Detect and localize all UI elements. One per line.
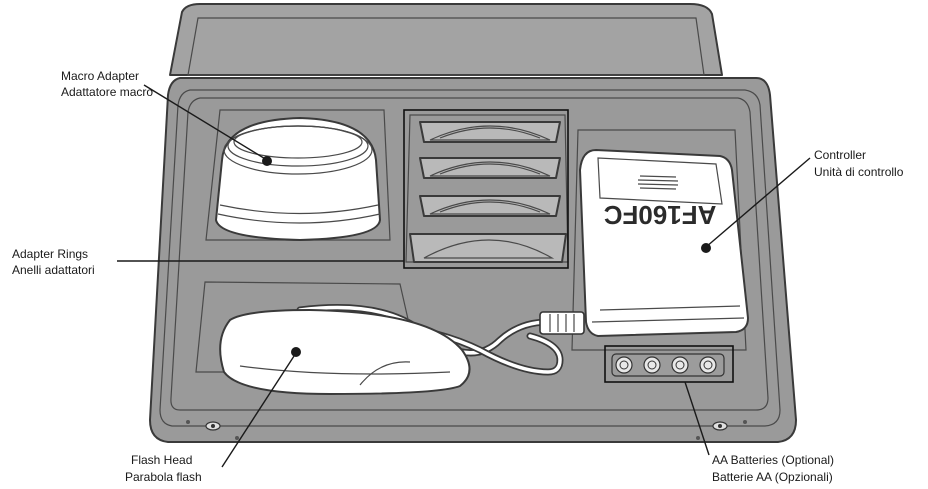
controller-unit: AF160FC (579, 149, 749, 337)
aa-batteries (611, 353, 725, 377)
controller-pocket (571, 129, 747, 351)
label-adapter-rings-en: Adapter Rings (12, 247, 88, 261)
label-controller-en: Controller (814, 148, 866, 162)
controller-model-text: AF160FC (603, 200, 716, 230)
label-adapter-rings-it: Anelli adattatori (12, 263, 95, 277)
label-macro-adapter-it: Adattatore macro (61, 85, 153, 99)
label-flash-head-en: Flash Head (131, 453, 192, 467)
adapter-rings-highlight-box (403, 109, 569, 269)
leader-flash-head (221, 347, 301, 468)
leader-controller (701, 157, 811, 253)
adapter-rings (409, 121, 567, 263)
case-screw-left (186, 420, 239, 440)
label-macro-adapter-en: Macro Adapter (61, 69, 139, 83)
leader-macro-adapter (143, 84, 272, 166)
foam-insert (170, 97, 769, 411)
case-lid (169, 3, 723, 76)
macro-adapter (215, 117, 381, 241)
case-inner-tray (159, 89, 781, 427)
macro-adapter-pocket (205, 109, 391, 241)
label-batteries-it: Batterie AA (Opzionali) (712, 470, 833, 484)
leader-batteries (684, 381, 710, 456)
label-controller-it: Unità di controllo (814, 165, 904, 179)
case-screw-right (696, 420, 747, 440)
label-batteries-en: AA Batteries (Optional) (712, 453, 834, 467)
case-lid-inner (187, 17, 705, 76)
batteries-highlight-box (604, 345, 734, 383)
label-flash-head-it: Parabola flash (125, 470, 202, 484)
cable-connector (539, 311, 585, 335)
